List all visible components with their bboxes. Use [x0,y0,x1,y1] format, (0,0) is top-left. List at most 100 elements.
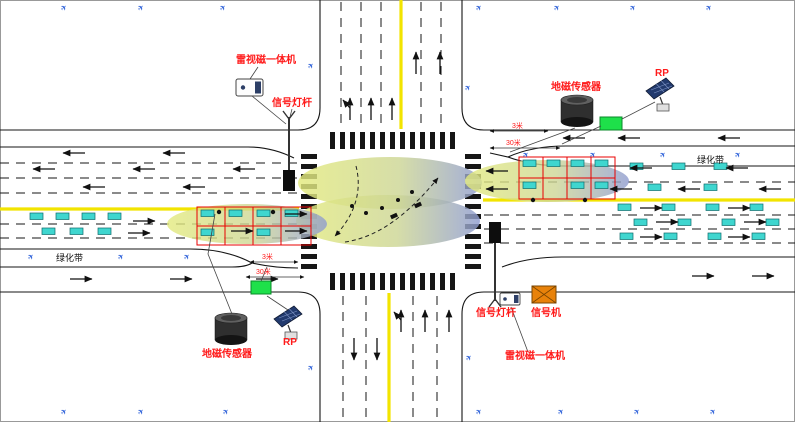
street-lamp-icon: ✈ [136,2,147,13]
radar-beam-ellipse [167,204,327,244]
geomagnetic-sensor-label-east: 地磁传感器 [551,80,602,93]
vehicle [570,181,585,189]
trajectory-path [344,177,439,243]
street-lamp-icon: ✈ [474,406,485,417]
vehicle [69,227,84,235]
detection-grids [196,156,616,246]
street-lamps: ✈ ✈ ✈ ✈ ✈ ✈ ✈ ✈ ✈ ✈ ✈ ✈ ✈ ✈ ✈ ✈ ✈ ✈ ✈ ✈ … [26,2,744,417]
tracked-target-dot [410,190,414,194]
vehicle [29,212,44,220]
vehicle [55,212,70,220]
geomagnetic-sensor-dots [216,197,588,215]
vehicle [256,228,271,236]
vehicle [594,181,609,189]
rp-label-west: RP [283,337,297,348]
leader-lines [207,66,656,353]
vehicle [671,162,686,170]
camera-front [514,295,519,303]
vehicle [663,232,678,240]
street-lamp-icon: ✈ [708,406,719,417]
lane-arrow-left-turn [393,311,402,321]
geo-sensor-dot [216,209,222,215]
tracked-target-dot [364,211,368,215]
signal-pole-north-assembly [282,110,296,191]
vehicle [619,232,634,240]
signal-pole-south-assembly [488,222,502,308]
street-lamp-icon: ✈ [588,149,599,160]
detection-grid-west-cells [197,207,311,245]
radar-beam-ellipse [296,195,480,247]
signal-pole-label-north: 信号灯杆 [272,96,312,109]
equipment-labels: 雷视磁一体机 信号灯杆 地磁传感器 RP 地磁传感器 RP 信号灯杆 信号机 雷… [202,53,669,362]
pole-head [282,110,296,120]
road-edge [297,291,321,422]
tracked-trajectories [334,165,439,243]
road-edge [461,0,795,131]
vehicle [705,203,720,211]
street-lamp-icon: ✈ [464,352,475,363]
street-lamp-icon: ✈ [704,2,715,13]
signal-head [283,170,295,191]
leader [561,125,602,145]
street-lamp-icon: ✈ [26,251,37,262]
leader [510,306,529,353]
lane-divider [0,162,297,239]
street-lamp-icon: ✈ [474,2,485,13]
geo-sensor-dot [530,197,536,203]
tracked-vehicle [413,201,423,209]
vehicle [633,218,648,226]
equipment-cabinet-east [599,116,623,131]
vehicle [228,209,243,217]
street-lamp-icon: ✈ [116,251,127,262]
tracked-target-dot [396,198,400,202]
tracked-targets [350,190,423,220]
vehicle [284,209,299,217]
street-lamp-icon: ✈ [306,362,317,373]
dimension-label-3m-east: 3米 [512,121,523,130]
street-lamp-icon: ✈ [658,149,669,160]
dimension-label-30m-west: 30米 [256,267,271,276]
road-edge [297,0,321,131]
vehicle [677,218,692,226]
vehicle [41,227,56,235]
vehicles [29,159,780,240]
signal-controller-cabinet [531,285,557,304]
field-devices [214,77,675,346]
geomagnetic-sensor-unit-west [214,312,248,346]
rp-label-east: RP [655,68,669,79]
street-lamp-icon: ✈ [632,406,643,417]
street-lamp-icon: ✈ [733,149,744,160]
street-lamp-icon: ✈ [556,406,567,417]
controller-box-cross [531,285,557,304]
signal-pole-label-south: 信号灯杆 [476,306,516,319]
radar-beam-ellipse [298,157,482,209]
geomagnetic-sensor-label-west: 地磁传感器 [202,347,253,360]
vehicle [721,218,736,226]
geo-sensor-dot [582,197,588,203]
vehicle [522,159,537,167]
dimension-label-3m-west: 3米 [262,252,273,261]
camera-lens-icon [503,297,507,301]
leader [621,101,656,120]
road-edge [461,291,795,422]
radar-camera-unit-south [499,292,521,306]
radar-camera-label-south: 雷视磁一体机 [505,349,565,362]
camera-lens-icon [240,85,246,90]
vehicle [200,228,215,236]
belt-labels: 绿化带 绿化带 [56,154,724,263]
geo-sensor-dot [270,209,276,215]
vehicle [765,218,780,226]
vehicle [703,183,718,191]
street-lamp-icon: ✈ [552,2,563,13]
street-lamp-icon: ✈ [521,149,532,160]
leader [289,108,293,118]
lane-edge [501,256,795,268]
street-lamp-icon: ✈ [136,406,147,417]
camera-front [255,81,261,94]
street-lamp-icon: ✈ [628,2,639,13]
radar-camera-label-north: 雷视磁一体机 [236,53,296,66]
